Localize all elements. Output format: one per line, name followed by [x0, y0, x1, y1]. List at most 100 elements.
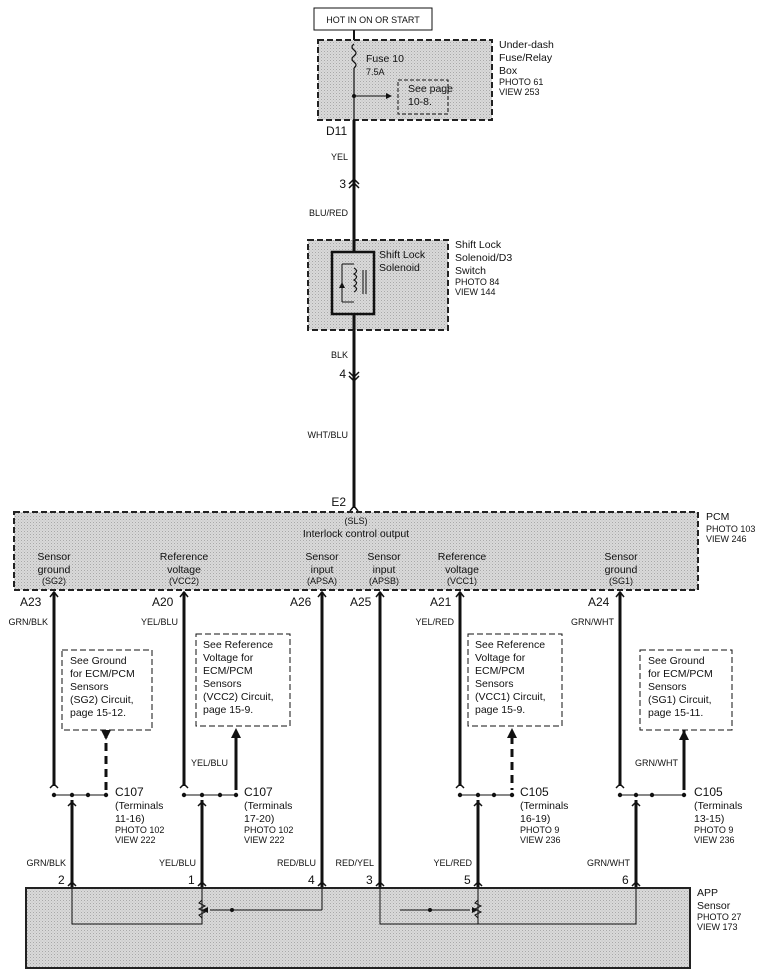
solenoid-name-3: Switch	[455, 265, 486, 277]
app-view: VIEW 173	[697, 922, 738, 932]
wire-label-grn-wht: GRN/WHT	[571, 617, 614, 627]
pin-a21: A21	[430, 595, 452, 609]
solenoid-view: VIEW 144	[455, 287, 496, 297]
see-page-line2[interactable]: 10-8.	[408, 96, 432, 108]
solenoid-inner-1: Shift Lock	[379, 249, 426, 261]
ref-text: See Ground	[70, 655, 127, 667]
junction-photo: PHOTO 9	[520, 825, 559, 835]
ref-text: See Reference	[475, 639, 545, 651]
pin-label: Reference	[438, 551, 487, 563]
solenoid-name-1: Shift Lock	[455, 239, 502, 251]
junction-name: C105	[520, 785, 549, 799]
pcm-box: (SLS) Interlock control output	[13, 511, 699, 591]
pin-abbr: (APSA)	[307, 576, 337, 586]
wire-label-yel-red-2: YEL/RED	[433, 858, 472, 868]
pin-a23: A23	[20, 595, 42, 609]
pcm-pin-group-sg1: Sensor ground (SG1)	[604, 551, 638, 586]
pin-label: Sensor	[367, 551, 401, 563]
pcm-pin-group-apsb: Sensor input (APSB)	[367, 551, 401, 586]
ref-text: Voltage for	[475, 652, 526, 664]
pin-a26: A26	[290, 595, 312, 609]
wire-label-grn-blk: GRN/BLK	[8, 617, 48, 627]
pcm-sls: (SLS)	[344, 516, 367, 526]
junction-text: (Terminals	[244, 800, 292, 812]
ref-text: ECM/PCM	[475, 665, 525, 677]
pin-abbr: (SG1)	[609, 576, 633, 586]
solenoid-photo: PHOTO 84	[455, 277, 499, 287]
junction-c105a: C105 (Terminals 16-19) PHOTO 9 VIEW 236	[520, 785, 568, 845]
connector-4: 4	[339, 367, 346, 381]
pin-label: ground	[38, 564, 71, 576]
junction-view: VIEW 222	[115, 835, 156, 845]
fuse-relay-box: Fuse 10 7.5A See page 10-8.	[317, 39, 493, 121]
pin-label: Sensor	[37, 551, 71, 563]
ref-box-vcc2[interactable]: See Reference Voltage for ECM/PCM Sensor…	[195, 633, 291, 727]
ref-text: (SG1) Circuit,	[648, 694, 712, 706]
ref-text: for ECM/PCM	[70, 668, 135, 680]
pin-label: input	[373, 564, 396, 576]
see-page-line1[interactable]: See page	[408, 83, 453, 95]
pcm-pin-group-vcc1: Reference voltage (VCC1)	[438, 551, 487, 586]
potentiometer-icon	[197, 899, 207, 919]
diode-icon	[339, 282, 345, 288]
pcm-pin-group-apsa: Sensor input (APSA)	[305, 551, 339, 586]
ref-text: page 15-11.	[648, 707, 703, 719]
ref-text: See Ground	[648, 655, 705, 667]
pcm-interlock: Interlock control output	[303, 528, 409, 540]
ref-text: page 15-9.	[203, 704, 253, 716]
arrow-up-icon	[679, 730, 689, 740]
arrow-up-icon	[507, 728, 517, 738]
app-name-2: Sensor	[697, 900, 731, 912]
ref-box-sg2[interactable]: See Ground for ECM/PCM Sensors (SG2) Cir…	[61, 649, 153, 731]
ref-box-vcc1[interactable]: See Reference Voltage for ECM/PCM Sensor…	[467, 633, 563, 727]
ref-text: page 15-12.	[70, 707, 126, 719]
app-sensor-box	[25, 887, 691, 969]
wire-label-grn-blk-2: GRN/BLK	[26, 858, 66, 868]
wire-label-grn-wht-2: GRN/WHT	[635, 758, 678, 768]
app-pin-4: 4	[308, 873, 315, 887]
junction-name: C105	[694, 785, 723, 799]
terminal-d11: D11	[326, 124, 347, 138]
pin-a25: A25	[350, 595, 372, 609]
junction-text: (Terminals	[694, 800, 742, 812]
arrow-up-icon	[231, 728, 241, 738]
pcm-photo: PHOTO 103	[706, 524, 755, 534]
ref-text: (SG2) Circuit,	[70, 694, 134, 706]
wire-label-yel-blu: YEL/BLU	[141, 617, 178, 627]
pcm-name: PCM	[706, 511, 729, 523]
pin-label: Sensor	[604, 551, 638, 563]
ref-box-sg1[interactable]: See Ground for ECM/PCM Sensors (SG1) Cir…	[639, 649, 733, 731]
junction-text: 17-20)	[244, 813, 274, 825]
junction-name: C107	[244, 785, 273, 799]
junction-photo: PHOTO 102	[244, 825, 293, 835]
pin-abbr: (APSB)	[369, 576, 399, 586]
ref-text: Voltage for	[203, 652, 254, 664]
hot-label: HOT IN ON OR START	[326, 15, 420, 25]
pin-label: Reference	[160, 551, 209, 563]
junction-text: 13-15)	[694, 813, 724, 825]
fuse-box-name-3: Box	[499, 65, 518, 77]
pin-label: ground	[605, 564, 638, 576]
fuse-box-photo: PHOTO 61	[499, 77, 543, 87]
ref-text: See Reference	[203, 639, 273, 651]
junction-view: VIEW 222	[244, 835, 285, 845]
fuse-name: Fuse 10	[366, 53, 404, 65]
wire-label-yel-blu-3: YEL/BLU	[159, 858, 196, 868]
ref-text: Sensors	[70, 681, 109, 693]
connector-3: 3	[339, 177, 346, 191]
app-name-1: APP	[697, 887, 718, 899]
junction-c107b: C107 (Terminals 17-20) PHOTO 102 VIEW 22…	[244, 785, 293, 845]
ref-text: page 15-9.	[475, 704, 525, 716]
hot-label-box: HOT IN ON OR START	[313, 7, 433, 31]
wire-label-wht-blu: WHT/BLU	[308, 430, 349, 440]
ref-text: for ECM/PCM	[648, 668, 713, 680]
pcm-view: VIEW 246	[706, 534, 747, 544]
ref-text: Sensors	[475, 678, 514, 690]
wire-label-blk: BLK	[331, 350, 348, 360]
junction-text: (Terminals	[115, 800, 163, 812]
pin-label: Sensor	[305, 551, 339, 563]
pin-label: voltage	[167, 564, 201, 576]
arrow-right-icon	[386, 93, 392, 99]
wire-label-yel-red: YEL/RED	[415, 617, 454, 627]
